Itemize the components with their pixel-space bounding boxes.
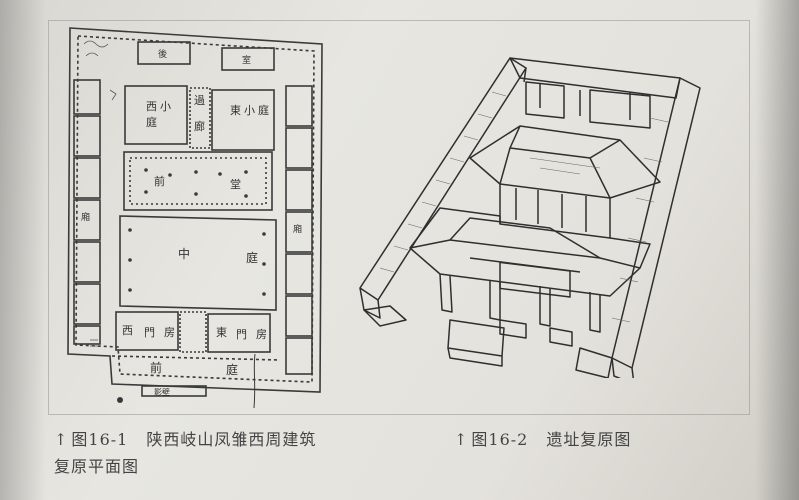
label-middle-court-2: 庭 bbox=[246, 250, 258, 265]
inner-wall bbox=[75, 35, 315, 383]
label-east-small-court-3: 庭 bbox=[258, 103, 269, 117]
label-west-gate-room-3: 房 bbox=[164, 326, 175, 339]
label-screen-wall: 影壁 bbox=[154, 387, 170, 397]
label-top-right-room: 室 bbox=[242, 54, 251, 66]
label-west-small-court-2: 小 bbox=[160, 100, 171, 113]
right-wing-roof bbox=[611, 77, 701, 369]
figure1-caption: ↑图16-1 陕西岐山凤雏西周建筑 bbox=[54, 426, 316, 450]
top-left-room bbox=[137, 41, 191, 65]
front-hall bbox=[123, 151, 273, 211]
middle-court bbox=[119, 215, 277, 311]
outer-wall bbox=[67, 27, 323, 393]
west-small-court bbox=[124, 85, 188, 145]
west-side-rooms bbox=[73, 79, 101, 345]
label-east-gate-room-3: 房 bbox=[256, 328, 267, 341]
site-texture bbox=[83, 40, 117, 347]
label-east-small-court-2: 小 bbox=[244, 104, 255, 117]
gate-passage bbox=[179, 311, 207, 353]
label-corridor-2: 廊 bbox=[194, 119, 205, 133]
figure1-number: 图16-1 bbox=[71, 430, 129, 449]
label-west-gate-room-2: 門 bbox=[144, 326, 155, 339]
label-middle-court-1: 中 bbox=[178, 246, 190, 261]
label-east-gate-room-2: 門 bbox=[236, 328, 247, 341]
figure-frame bbox=[48, 20, 750, 415]
back-range-roof bbox=[509, 57, 681, 99]
label-top-left-room: 後 bbox=[158, 48, 167, 60]
label-front-hall-1: 前 bbox=[154, 174, 165, 188]
label-west-gate-room-1: 西 bbox=[122, 324, 133, 337]
roof-hatching bbox=[379, 91, 669, 323]
label-left-side-room: 廂 bbox=[81, 211, 90, 223]
figure1-title-line1: 陕西岐山凤雏西周建筑 bbox=[146, 430, 317, 449]
label-front-hall-2: 堂 bbox=[230, 178, 241, 191]
page-edge-shadow bbox=[755, 0, 799, 500]
east-gate-room bbox=[207, 313, 271, 353]
caption-arrow-icon: ↑ bbox=[454, 430, 469, 449]
label-front-court-1: 前 bbox=[150, 360, 162, 375]
figure2-caption: ↑图16-2 遗址复原图 bbox=[454, 426, 631, 450]
caption-arrow-icon: ↑ bbox=[54, 430, 69, 449]
west-gate-room bbox=[115, 311, 179, 351]
front-hall-roof bbox=[469, 125, 661, 199]
corridor bbox=[189, 87, 211, 149]
east-side-rooms bbox=[285, 85, 313, 375]
floor-plan-diagram: 西 小 庭 東 小 庭 過 廊 前 堂 中 庭 西 門 房 東 門 房 前 庭 … bbox=[67, 27, 323, 409]
screen-wall bbox=[141, 385, 207, 397]
figure1-title-line2: 复原平面图 bbox=[54, 457, 140, 476]
label-west-small-court-1: 西 bbox=[146, 100, 157, 113]
screen-wall-drawing bbox=[447, 319, 505, 357]
label-corridor-1: 過 bbox=[194, 94, 205, 107]
figure2-title: 遗址复原图 bbox=[546, 430, 632, 449]
label-right-side-room: 廂 bbox=[293, 223, 302, 235]
binding-shadow bbox=[0, 0, 46, 500]
top-right-room bbox=[221, 47, 275, 71]
column-dots bbox=[117, 168, 266, 403]
label-east-small-court-1: 東 bbox=[230, 104, 241, 117]
east-small-court bbox=[211, 89, 275, 151]
label-west-small-court-3: 庭 bbox=[146, 115, 157, 129]
isometric-reconstruction-drawing bbox=[359, 57, 701, 378]
label-front-court-2: 庭 bbox=[226, 362, 238, 377]
figure2-number: 图16-2 bbox=[471, 430, 529, 449]
gate-range-roof bbox=[409, 239, 641, 297]
label-east-gate-room-1: 東 bbox=[216, 326, 227, 339]
